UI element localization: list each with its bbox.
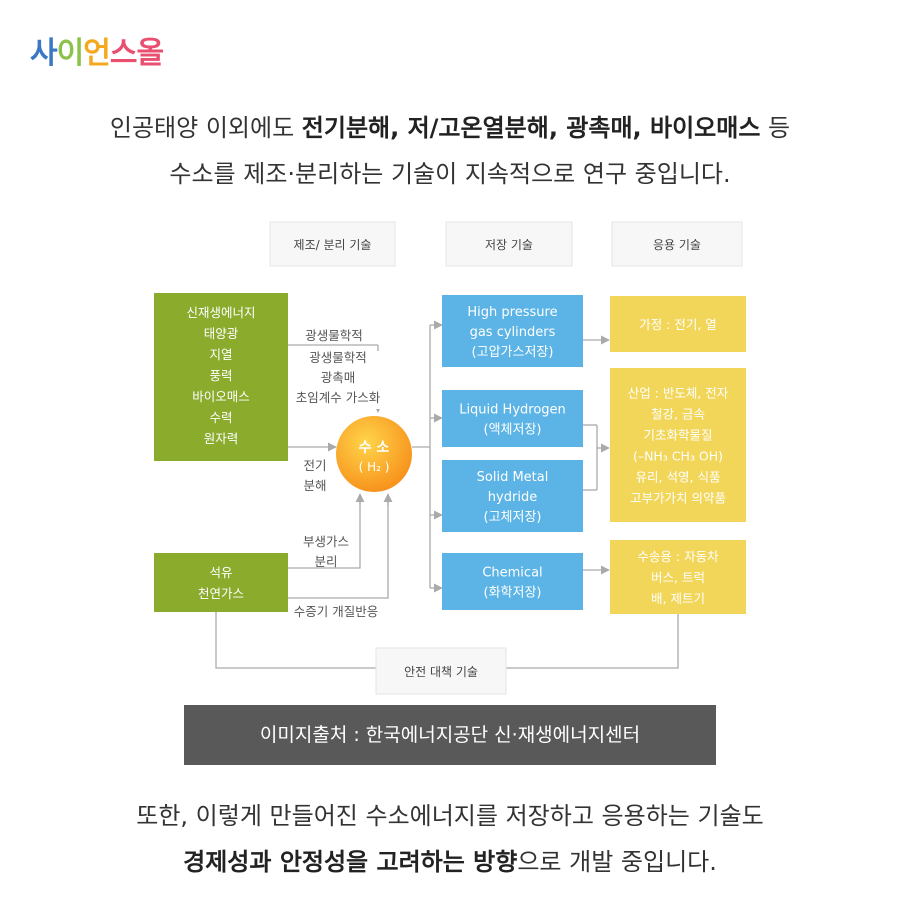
intro-line-1-prefix: 인공태양 이외에도	[109, 114, 302, 142]
outro-line-1: 또한, 이렇게 만들어진 수소에너지를 저장하고 응용하는 기술도	[136, 802, 764, 830]
brand-logo: 사이언스올	[30, 28, 164, 72]
source-box-renewable-label: 신재생에너지	[186, 305, 255, 320]
header-label-storage: 저장 기술	[485, 238, 533, 252]
process-label-photo-list: 광생물학적	[309, 350, 367, 365]
application-box-label: 철강, 금속	[651, 407, 705, 422]
source-box-fossil-label: 천연가스	[198, 586, 244, 601]
source-box-renewable-label: 원자력	[204, 431, 239, 446]
header-box	[445, 221, 573, 267]
storage-box-label: High pressure	[467, 305, 557, 320]
outro-line-2-suffix: 으로 개발 중입니다.	[517, 848, 717, 876]
hydrogen-circle	[336, 416, 412, 492]
process-label-byproduct: 부생가스	[303, 534, 349, 549]
application-box-label: 기초화학물질	[643, 428, 712, 443]
intro-text: 인공태양 이외에도 전기분해, 저/고온열분해, 광촉매, 바이오매스 등 수소…	[0, 105, 900, 197]
application-box-label: 배, 제트기	[651, 591, 705, 606]
application-box-label: 유리, 석영, 식품	[636, 470, 721, 485]
storage-box-label: (액체저장)	[484, 423, 542, 438]
storage-box-label: (고체저장)	[484, 510, 542, 525]
process-label-photobio: 광생물학적	[305, 328, 363, 343]
header-box	[611, 221, 743, 267]
application-box	[610, 540, 746, 614]
application-box-label: (–NH₃ CH₃ OH)	[633, 449, 723, 464]
logo-char: 스	[109, 36, 138, 71]
intro-line-2: 수소를 제조·분리하는 기술이 지속적으로 연구 중입니다.	[169, 160, 731, 188]
header-box	[269, 221, 396, 267]
safety-line-left	[215, 612, 376, 669]
outro-line-2: 경제성과 안정성을 고려하는 방향으로 개발 중입니다.	[0, 839, 900, 885]
source-box-renewable-label: 태양광	[204, 326, 239, 341]
image-source-caption: 이미지출처 : 한국에너지공단 신·재생에너지센터	[184, 705, 716, 765]
intro-line-1-bold: 전기분해, 저/고온열분해, 광촉매, 바이오매스	[301, 114, 761, 142]
header-label-application: 응용 기술	[653, 238, 701, 252]
process-label-electrolysis: 분해	[303, 478, 326, 493]
storage-box	[442, 553, 583, 610]
application-box-label: 가정 : 전기, 열	[639, 317, 717, 332]
application-box-label: 고부가가치 의약품	[630, 491, 726, 506]
process-label-photo-list: 초임계수 가스화	[296, 390, 381, 405]
byproduct-line	[288, 500, 361, 569]
outro-line-2-bold: 경제성과 안정성을 고려하는 방향	[183, 848, 518, 876]
process-label-bg	[288, 351, 388, 409]
intro-line-1: 인공태양 이외에도 전기분해, 저/고온열분해, 광촉매, 바이오매스 등	[0, 105, 900, 151]
header-label-production: 제조/ 분리 기술	[294, 238, 372, 252]
storage-box-label: hydride	[488, 490, 537, 505]
logo-char: 언	[83, 36, 111, 71]
process-label-electrolysis: 전기	[303, 458, 326, 473]
process-label-photo-list: 광촉매	[321, 370, 356, 385]
storage-box-label: (고압가스저장)	[472, 345, 554, 360]
process-label-reforming: 수증기 개질반응	[294, 604, 378, 619]
process-label-byproduct: 분리	[314, 554, 337, 569]
storage-box	[442, 460, 583, 532]
storage-box	[442, 295, 583, 367]
source-box-renewable-label: 풍력	[209, 368, 232, 383]
application-box	[610, 368, 746, 522]
safety-box	[375, 647, 507, 695]
safety-label: 안전 대책 기술	[404, 664, 478, 679]
storage-box-label: Chemical	[482, 566, 542, 581]
source-box-renewable-label: 수력	[209, 410, 232, 425]
storage-box-label: (화학저장)	[484, 586, 542, 601]
storage-box-label: Liquid Hydrogen	[459, 403, 566, 418]
source-box-renewable-label: 바이오매스	[192, 389, 250, 404]
logo-char: 사	[30, 36, 58, 71]
storage-box-label: gas cylinders	[470, 325, 556, 340]
application-box	[610, 296, 746, 352]
application-box-label: 수송용 : 자동차	[637, 549, 719, 564]
hydrogen-formula: ( H₂ )	[359, 460, 390, 474]
source-box-fossil-label: 석유	[209, 565, 232, 580]
logo-char: 올	[136, 36, 164, 71]
source-box-renewable-label: 지열	[209, 347, 232, 362]
source-box-renewable	[154, 293, 288, 461]
safety-line-right	[506, 614, 679, 669]
hydrogen-label: 수 소	[359, 440, 390, 456]
application-box-label: 버스, 트럭	[651, 570, 705, 585]
outro-text: 또한, 이렇게 만들어진 수소에너지를 저장하고 응용하는 기술도 경제성과 안…	[0, 793, 900, 885]
application-box-label: 산업 : 반도체, 전자	[628, 386, 729, 401]
reforming-line	[288, 500, 389, 599]
logo-char: 이	[56, 36, 85, 71]
source-box-fossil	[154, 553, 288, 612]
storage-box-label: Solid Metal	[477, 470, 549, 485]
storage-box	[442, 390, 583, 447]
intro-line-1-suffix: 등	[760, 114, 791, 142]
